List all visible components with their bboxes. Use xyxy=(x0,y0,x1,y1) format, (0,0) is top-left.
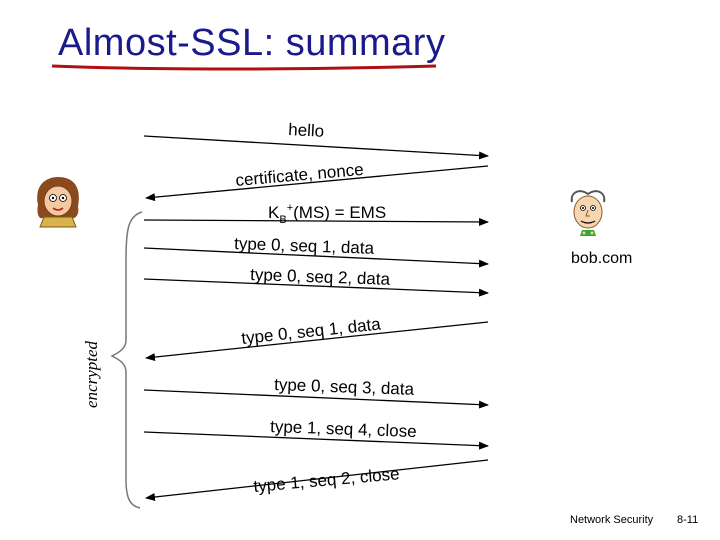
arrow-type1-seq2 xyxy=(145,459,489,501)
footer-page-number: 8-11 xyxy=(677,514,699,526)
server-label: bob.com xyxy=(571,250,633,267)
arrow-kb-ms xyxy=(143,217,489,226)
msg-type1-seq2: type 1, seq 2, close xyxy=(253,464,401,496)
arrow-type0-seq2 xyxy=(143,278,489,297)
msg-type0-seq1-client: type 0, seq 1, data xyxy=(234,234,375,258)
footer-course: Network Security xyxy=(570,514,654,526)
title-underline xyxy=(51,64,437,71)
msg-certificate: certificate, nonce xyxy=(235,160,365,190)
arrow-type0-seq1-server xyxy=(145,321,489,362)
bob-icon xyxy=(570,190,606,236)
encrypted-bracket xyxy=(110,211,143,509)
msg-type0-seq2: type 0, seq 2, data xyxy=(250,265,391,289)
arrow-type0-seq1-client xyxy=(143,247,489,268)
msg-type0-seq3: type 0, seq 3, data xyxy=(274,375,415,399)
alice-icon xyxy=(37,177,79,228)
arrow-type0-seq3 xyxy=(143,389,489,409)
encrypted-label: encrypted xyxy=(82,340,101,408)
slide-title: Almost-SSL: summary xyxy=(58,22,446,64)
arrow-certificate xyxy=(145,165,489,202)
msg-hello: hello xyxy=(288,120,325,141)
msg-kb-ms: KB+(MS) = EMS xyxy=(268,202,386,226)
msg-type0-seq1-server: type 0, seq 1, data xyxy=(240,314,382,348)
arrow-type1-seq4 xyxy=(143,431,489,450)
arrow-hello xyxy=(143,135,489,160)
